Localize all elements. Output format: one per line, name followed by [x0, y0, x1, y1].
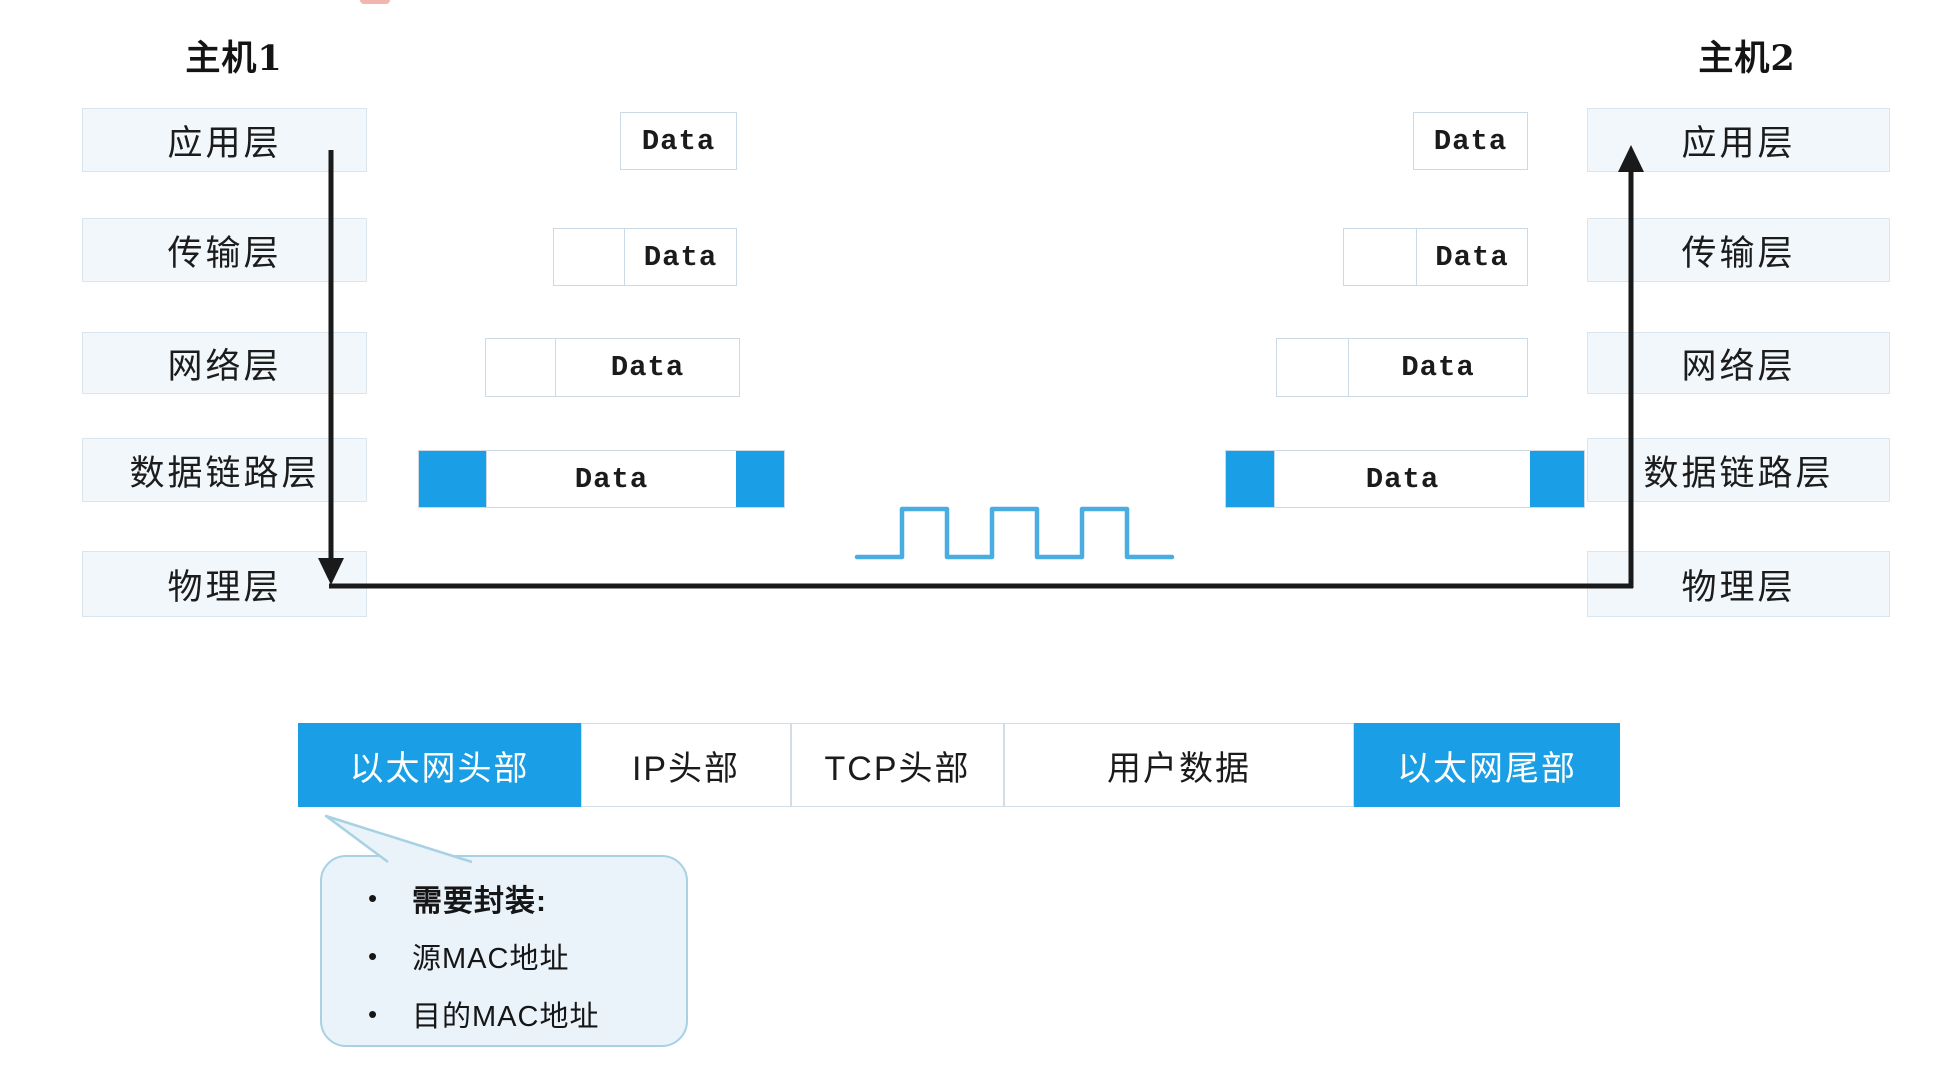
host2-transport-segment-box: Data	[1343, 228, 1528, 286]
data-label: Data	[1365, 462, 1440, 496]
host1-transport-segment-box: Data	[553, 228, 737, 286]
ethernet-header-cell: 以太网头部	[298, 723, 581, 807]
data-label: Data	[610, 351, 685, 384]
host1-layer-transport: 传输层	[82, 218, 367, 282]
callout-item-text: 源MAC地址	[412, 943, 570, 975]
host1-app-data-box: Data	[620, 112, 737, 170]
red-artifact	[360, 0, 390, 4]
bullet-icon: •	[368, 998, 378, 1029]
host1-layer-application: 应用层	[82, 108, 367, 172]
host2-layer-network: 网络层	[1587, 332, 1890, 394]
host2-title: 主机2	[1698, 37, 1796, 79]
ip-header-cell: IP头部	[581, 723, 791, 807]
data-label: Data	[1433, 124, 1508, 158]
frame-trailer-cell	[736, 451, 784, 507]
ethernet-trailer-cell: 以太网尾部	[1354, 723, 1620, 807]
data-label: Data	[574, 462, 649, 496]
segment-header-cell	[554, 229, 624, 285]
host1-layer-network: 网络层	[82, 332, 367, 394]
ethernet-trailer-label: 以太网尾部	[1397, 749, 1577, 788]
host1-datalink-frame-box: Data	[418, 450, 785, 508]
ethernet-frame-bar: 以太网头部 IP头部 TCP头部 用户数据 以太网尾部	[298, 723, 1620, 807]
tcp-header-cell: TCP头部	[791, 723, 1004, 807]
bullet-icon: •	[368, 882, 378, 913]
host2-layer-physical: 物理层	[1587, 551, 1890, 617]
tcp-header-label: TCP头部	[824, 749, 971, 788]
frame-header-cell	[1226, 451, 1274, 507]
segment-header-cell	[1344, 229, 1416, 285]
user-data-label: 用户数据	[1107, 749, 1251, 788]
host1-network-packet-box: Data	[485, 338, 740, 397]
bullet-icon: •	[368, 940, 378, 971]
host2-network-packet-box: Data	[1276, 338, 1528, 397]
data-label: Data	[1435, 240, 1509, 274]
callout-item-text: 目的MAC地址	[412, 1001, 600, 1033]
callout-item: • 目的MAC地址	[322, 985, 686, 1043]
host2-app-data-box: Data	[1413, 112, 1528, 170]
ip-header-label: IP头部	[631, 749, 741, 788]
data-label: Data	[643, 240, 718, 274]
signal-wave-icon	[854, 506, 1175, 560]
ethernet-header-label: 以太网头部	[349, 749, 530, 788]
callout-item: • 需要封装:	[322, 869, 686, 927]
data-label: Data	[1401, 351, 1475, 384]
data-label: Data	[641, 124, 716, 158]
callout-bubble: • 需要封装: • 源MAC地址 • 目的MAC地址	[320, 855, 688, 1047]
frame-trailer-cell	[1530, 451, 1584, 507]
host2-datalink-frame-box: Data	[1225, 450, 1585, 508]
host2-layer-application: 应用层	[1587, 108, 1890, 172]
frame-header-cell	[419, 451, 486, 507]
host2-layer-datalink: 数据链路层	[1587, 438, 1890, 502]
packet-header-cell	[1277, 339, 1348, 396]
host1-title: 主机1	[185, 37, 283, 79]
callout-item: • 源MAC地址	[322, 927, 686, 985]
callout-item-text: 需要封装:	[412, 885, 547, 918]
host2-layer-transport: 传输层	[1587, 218, 1890, 282]
host1-layer-datalink: 数据链路层	[82, 438, 367, 502]
user-data-cell: 用户数据	[1004, 723, 1354, 807]
packet-header-cell	[486, 339, 555, 396]
host1-layer-physical: 物理层	[82, 551, 367, 617]
